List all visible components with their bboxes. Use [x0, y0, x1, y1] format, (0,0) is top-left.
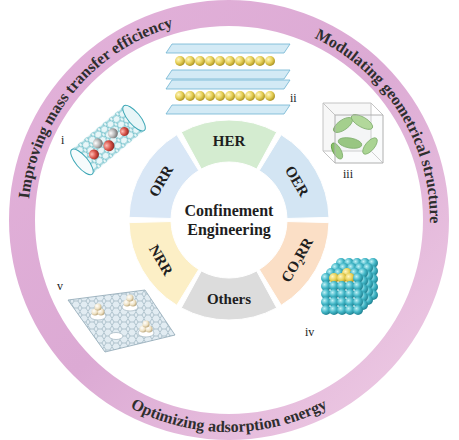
center-title: Confinement Engineering [179, 201, 279, 239]
ring-text-path: Modulating geometrical structure [313, 25, 444, 223]
cube-front [335, 115, 383, 163]
ring-text: Modulating geometrical structure [313, 25, 444, 223]
ring-band-shape [9, 0, 449, 440]
atom [353, 305, 363, 315]
porous-sheet [68, 290, 175, 352]
segment-wedge [181, 271, 276, 320]
atom [255, 91, 265, 101]
pore [109, 333, 123, 340]
atom [225, 91, 235, 101]
cluster [127, 295, 134, 302]
atom [101, 138, 116, 153]
segment-label: HER [213, 133, 246, 150]
atom [225, 56, 235, 66]
atom [185, 91, 195, 101]
cluster [143, 321, 150, 328]
atom [265, 56, 275, 66]
ring-text: Optimizing adsorption energy [129, 395, 330, 435]
cluster [95, 304, 102, 311]
cube-edges [323, 103, 383, 163]
layer-sheet [166, 105, 290, 114]
atom [195, 91, 205, 101]
atom [195, 56, 205, 66]
reaction-segment: Others [207, 290, 251, 308]
center-circle: Confinement Engineering [173, 164, 285, 276]
atom [205, 91, 215, 101]
atom [118, 125, 131, 138]
layer-sheet [166, 70, 290, 79]
callout-number: iv [305, 326, 314, 338]
callout-number: iii [343, 168, 353, 180]
sheet [68, 290, 175, 352]
atom [245, 56, 255, 66]
atom [215, 56, 225, 66]
atom [245, 91, 255, 101]
atom [205, 56, 215, 66]
ring-text: Improving mass transfer efficiency [15, 13, 174, 199]
layer-sheet [166, 44, 290, 53]
segment-wedge [181, 120, 276, 169]
ring-text-path: Improving mass transfer efficiency [15, 13, 174, 199]
atom [175, 56, 185, 66]
sheet-mesh [68, 290, 175, 352]
ring-text-path: Optimizing adsorption energy [129, 395, 330, 435]
atom [91, 136, 105, 150]
atom [106, 126, 120, 140]
atom [235, 56, 245, 66]
nanotube [67, 102, 149, 178]
layer-sheet [166, 80, 290, 89]
atom [87, 147, 101, 161]
atom [185, 56, 195, 66]
atom [175, 91, 185, 101]
segment-label: Others [207, 291, 251, 308]
callout-number: i [61, 134, 64, 146]
cube-with-leaves [323, 103, 383, 163]
atom [265, 91, 275, 101]
callout-number: ii [290, 92, 297, 104]
atom [215, 91, 225, 101]
atom [235, 91, 245, 101]
callout-number: v [57, 280, 63, 292]
reaction-segment: HER [213, 132, 246, 150]
atom [255, 56, 265, 66]
